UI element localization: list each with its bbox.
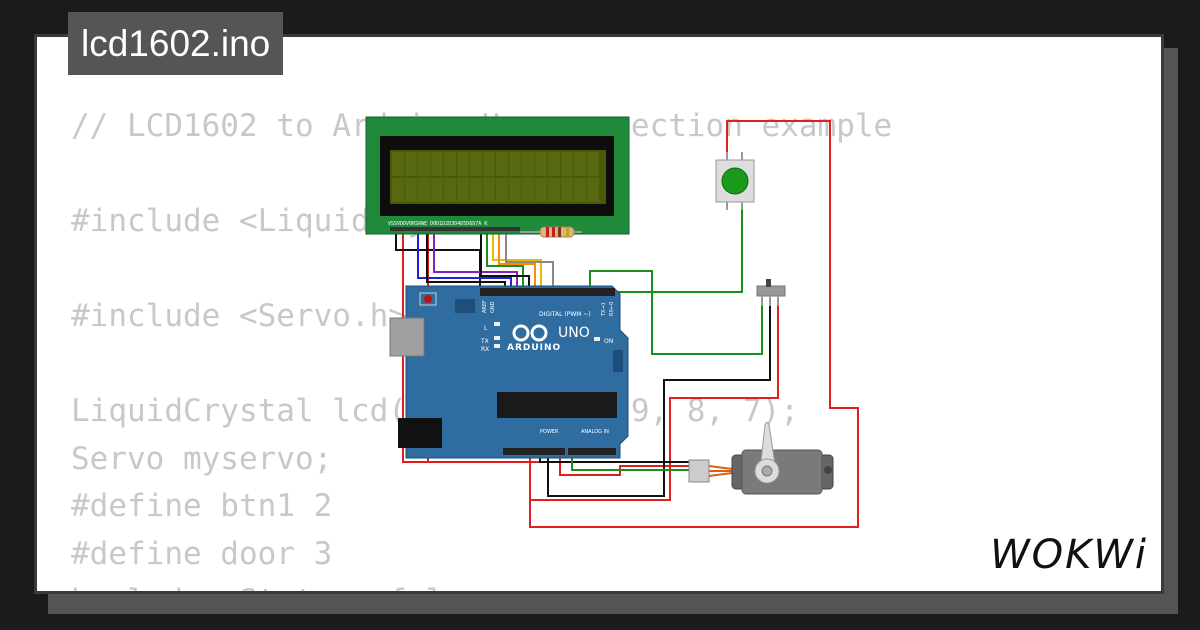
led-rx-indicator (494, 344, 500, 348)
servo-connector (688, 459, 710, 483)
wire-black-switch (547, 305, 771, 497)
on-label: ON (604, 338, 613, 345)
wire-purple (433, 228, 518, 292)
arduino-uno[interactable]: DIGITAL (PWM ~) ARDUINO UNO L TX RX ON P… (389, 285, 629, 459)
icsp-header (455, 299, 475, 313)
slide-switch[interactable] (756, 279, 786, 306)
code-line: bool doorState = false; (71, 578, 892, 591)
reset-button[interactable] (424, 295, 432, 303)
analog-label: ANALOG IN (581, 429, 609, 435)
digital-label: DIGITAL (PWM ~) (539, 311, 591, 318)
led-on-indicator (594, 337, 600, 341)
wire-black-lcd-d4 (480, 228, 530, 292)
pushbutton[interactable] (715, 152, 755, 210)
rx-label: RX←0 (609, 302, 615, 316)
digital-header (480, 288, 615, 296)
switch-handle[interactable] (766, 279, 771, 287)
led-l-indicator (494, 322, 500, 326)
uno-model: UNO (558, 325, 590, 341)
wire-blue (417, 228, 512, 292)
code-line: #include <Servo.h> (71, 298, 407, 334)
wire-gray (505, 228, 554, 292)
code-line: #define btn1 2 (71, 488, 333, 524)
lcd-pin-labels: VSSVDDV0RSRWE D0D1D2D3D4D5D6D7A K (388, 221, 487, 227)
resistor[interactable] (520, 226, 582, 238)
gnd-label: GND (490, 301, 496, 313)
code-line: #define door 3 (71, 535, 333, 572)
icsp2-header (613, 350, 623, 372)
servo-motor[interactable] (688, 422, 834, 495)
wire-yellow (492, 228, 542, 292)
wire-red-switch (530, 305, 779, 501)
analog-header (568, 448, 616, 455)
wire-green-button (598, 205, 743, 293)
led-tx-indicator (494, 336, 500, 340)
tx-label: TX→1 (601, 302, 607, 317)
wire-green-switch (589, 270, 763, 355)
button-cap[interactable] (721, 167, 749, 195)
wire-red-vcc (529, 120, 859, 528)
file-tab[interactable]: lcd1602.ino (68, 12, 284, 75)
power-jack (398, 418, 442, 448)
atmega-chip (497, 392, 617, 418)
lcd-char-cells (392, 152, 599, 202)
led-tx: TX (480, 338, 489, 345)
arduino-infinity-icon (512, 324, 548, 342)
wokwi-logo: WOKWi (990, 532, 1148, 578)
code-line: Servo myservo; (71, 440, 333, 477)
aref-label: AREF (482, 300, 488, 313)
usb-connector (389, 317, 425, 357)
power-header (503, 448, 565, 455)
arduino-brand: ARDUINO (507, 343, 561, 353)
power-label: POWER (540, 429, 559, 435)
led-rx: RX (481, 346, 489, 353)
led-l: L (484, 325, 488, 332)
lcd1602-module[interactable]: VSSVDDV0RSRWE D0D1D2D3D4D5D6D7A K (365, 116, 630, 235)
wire-green-lcd (486, 228, 524, 292)
wire-green-servo (571, 454, 689, 471)
wire-red-servo (559, 454, 689, 476)
wire-orange (498, 228, 536, 292)
lcd-pin-header (390, 227, 520, 231)
